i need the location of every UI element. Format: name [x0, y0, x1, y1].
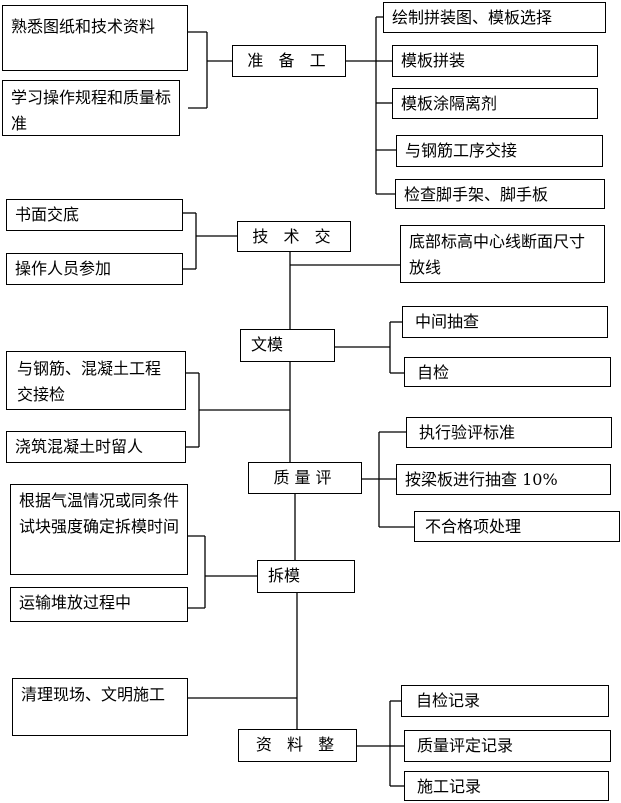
data-left-item: 清理现场、文明施工 — [12, 678, 188, 736]
tech-left-item: 操作人员参加 — [6, 253, 183, 285]
data-right-item: 质量评定记录 — [404, 730, 611, 762]
step-formwork-removal: 拆模 — [257, 560, 355, 593]
civil-left-item: 浇筑混凝土时留人 — [6, 431, 186, 463]
prep-right-item: 检查脚手架、脚手板 — [395, 179, 605, 209]
data-right-item: 施工记录 — [404, 771, 609, 801]
quality-right-item: 按梁板进行抽查 10% — [396, 464, 611, 495]
civil-left-item: 与钢筋、混凝土工程交接检 — [6, 351, 186, 410]
step-prep: 准 备 工 — [232, 45, 346, 77]
tech-left-item: 书面交底 — [6, 199, 183, 231]
step-tech-briefing: 技 术 交 — [237, 221, 351, 252]
step-documentation: 资 料 整 — [238, 729, 357, 762]
prep-left-item: 学习操作规程和质量标准 — [2, 80, 180, 136]
quality-right-item: 不合格项处理 — [414, 511, 620, 542]
civil-right-item: 中间抽查 — [402, 306, 608, 338]
quality-right-item: 执行验评标准 — [406, 417, 612, 448]
civil-right-item: 自检 — [404, 357, 611, 387]
prep-right-item: 绘制拼装图、模板选择 — [383, 2, 606, 33]
prep-left-item: 熟悉图纸和技术资料 — [2, 5, 188, 71]
prep-right-item: 模板涂隔离剂 — [392, 88, 598, 119]
step-quality-assessment: 质量评 — [248, 462, 362, 494]
prep-right-item: 与钢筋工序交接 — [396, 135, 603, 167]
tech-right-item: 底部标高中心线断面尺寸放线 — [400, 225, 605, 283]
remove-left-item: 根据气温情况或同条件试块强度确定拆模时间 — [10, 484, 188, 575]
prep-right-item: 模板拼装 — [392, 45, 598, 77]
data-right-item: 自检记录 — [401, 685, 609, 717]
step-civil-formwork: 文模 — [240, 329, 335, 362]
remove-left-item: 运输堆放过程中 — [10, 587, 188, 622]
